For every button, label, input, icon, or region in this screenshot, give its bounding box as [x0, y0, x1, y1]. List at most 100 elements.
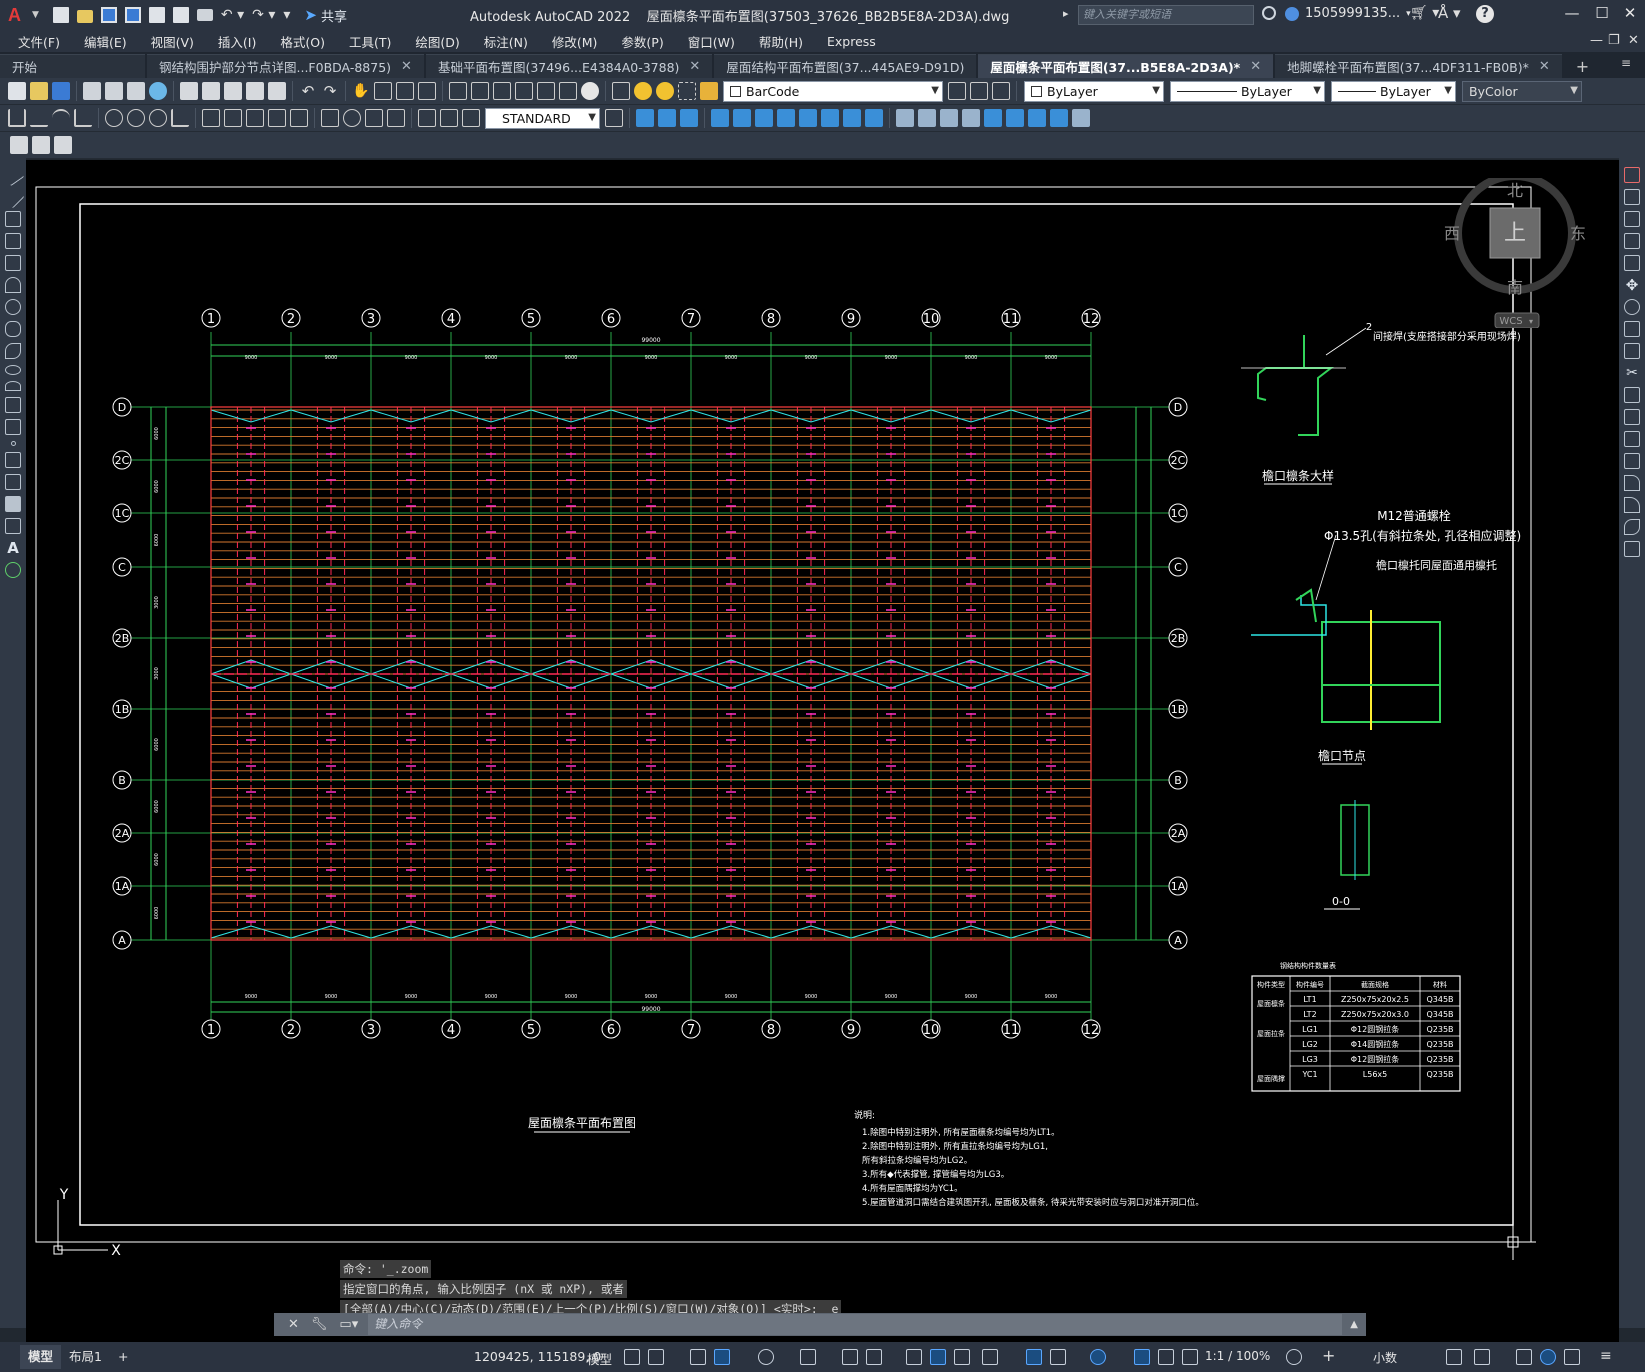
- compass-south[interactable]: 南: [1507, 278, 1523, 297]
- align-icon[interactable]: [1006, 109, 1024, 127]
- dim-space-icon[interactable]: [268, 109, 286, 127]
- cart-icon[interactable]: 🛒︎ ▾: [1410, 5, 1440, 21]
- 3d-dwf-icon[interactable]: [149, 82, 167, 100]
- command-recent-icon[interactable]: ▭▾: [339, 1317, 359, 1332]
- dim-edit-icon[interactable]: [418, 109, 436, 127]
- gizmo-icon[interactable]: [1090, 1349, 1106, 1365]
- mirror-icon[interactable]: [1624, 211, 1640, 227]
- paste-icon[interactable]: [224, 82, 242, 100]
- plot-preview-icon[interactable]: [105, 82, 123, 100]
- dim-arc-icon[interactable]: [52, 109, 70, 127]
- lineweight-icon[interactable]: [906, 1349, 922, 1365]
- tab-close-icon[interactable]: ✕: [401, 59, 412, 74]
- image-attach-icon[interactable]: [32, 136, 50, 154]
- save-icon[interactable]: [100, 7, 117, 23]
- viewcube[interactable]: 上 北 南 东 西 WCS ▾: [1440, 172, 1588, 329]
- autocad-logo[interactable]: A: [8, 5, 21, 25]
- mirror-icon[interactable]: [680, 109, 698, 127]
- lengthen-icon[interactable]: [1028, 109, 1046, 127]
- gradient-icon[interactable]: [5, 474, 21, 490]
- layer-previous-icon[interactable]: [970, 82, 988, 100]
- linetype-dropdown[interactable]: ByLayer▼: [1170, 80, 1325, 102]
- menu-view[interactable]: 视图(V): [150, 34, 194, 50]
- selection-cycling-icon[interactable]: [954, 1349, 970, 1365]
- polar-icon[interactable]: [758, 1349, 774, 1365]
- copy-obj-icon[interactable]: [658, 109, 676, 127]
- model-space-toggle[interactable]: 模型: [587, 1352, 613, 1367]
- line-icon[interactable]: [1, 163, 25, 187]
- dim-break-icon[interactable]: [290, 109, 308, 127]
- save-web-icon[interactable]: [172, 7, 189, 23]
- add-layout-button[interactable]: +: [117, 1349, 129, 1364]
- selection-filter-icon[interactable]: [1050, 1349, 1066, 1365]
- dim-text-edit-icon[interactable]: [440, 109, 458, 127]
- save-as-icon[interactable]: [124, 7, 141, 23]
- make-current-icon[interactable]: [948, 82, 966, 100]
- scale-icon[interactable]: [1624, 321, 1640, 337]
- layer-properties-icon[interactable]: [612, 82, 630, 100]
- join-icon[interactable]: [1624, 453, 1640, 469]
- compass-west[interactable]: 西: [1444, 224, 1460, 243]
- offset-icon[interactable]: [711, 109, 729, 127]
- lock-ui-icon[interactable]: [1474, 1349, 1490, 1365]
- inspection-icon[interactable]: [365, 109, 383, 127]
- table-icon[interactable]: [5, 518, 21, 534]
- viewcube-face-top[interactable]: [1489, 207, 1541, 259]
- pedit-icon[interactable]: [1072, 109, 1090, 127]
- compass-east[interactable]: 东: [1570, 224, 1586, 243]
- layer-lock-icon[interactable]: [700, 82, 718, 100]
- extend-icon[interactable]: [865, 109, 883, 127]
- doc-restore-button[interactable]: ❐: [1608, 33, 1620, 48]
- dim-update-icon[interactable]: [462, 109, 480, 127]
- command-customize-icon[interactable]: 🔧︎: [310, 1317, 328, 1332]
- minimize-button[interactable]: —: [1564, 4, 1580, 22]
- user-account[interactable]: 1505999135...▾: [1285, 6, 1411, 21]
- redo-icon[interactable]: ↷: [323, 82, 337, 100]
- maximize-button[interactable]: ☐: [1595, 4, 1609, 22]
- annotation-scale-icon[interactable]: [1182, 1349, 1198, 1365]
- stretch-icon[interactable]: [1624, 343, 1640, 359]
- stretch-icon[interactable]: [821, 109, 839, 127]
- layer-dropdown[interactable]: BarCode▼: [723, 80, 943, 102]
- array-icon[interactable]: [733, 109, 751, 127]
- chamfer-icon[interactable]: [1624, 475, 1640, 491]
- explode-icon[interactable]: [984, 109, 1002, 127]
- pan-icon[interactable]: ✋: [352, 83, 370, 99]
- app-menu-chevron-icon[interactable]: ▼: [32, 10, 39, 20]
- isodraft-icon[interactable]: [800, 1349, 816, 1365]
- zoom-window-icon[interactable]: [396, 82, 414, 100]
- rectangle-icon[interactable]: [5, 255, 21, 271]
- construction-line-icon[interactable]: [1, 185, 25, 209]
- fillet-icon[interactable]: [962, 109, 980, 127]
- quick-properties-icon[interactable]: [1446, 1349, 1462, 1365]
- block-editor-icon[interactable]: [268, 82, 286, 100]
- menu-help[interactable]: 帮助(H): [758, 34, 803, 50]
- make-block-icon[interactable]: [5, 419, 21, 435]
- annotation-monitor-icon[interactable]: +: [1322, 1346, 1336, 1365]
- tab-doc-4-active[interactable]: 屋面檩条平面布置图(37...B5E8A-2D3A)*✕: [978, 54, 1274, 78]
- spline-icon[interactable]: [5, 343, 21, 359]
- 3d-osnap-icon[interactable]: [982, 1349, 998, 1365]
- compass-north[interactable]: 北: [1507, 181, 1523, 200]
- grid-icon[interactable]: [624, 1349, 640, 1365]
- share-button[interactable]: ➤共享: [304, 6, 347, 25]
- dim-linear-icon[interactable]: [8, 109, 26, 127]
- menu-express[interactable]: Express: [826, 33, 876, 49]
- menu-modify[interactable]: 修改(M): [551, 34, 598, 50]
- tab-model[interactable]: 模型: [20, 1345, 62, 1369]
- lineweight-dropdown[interactable]: ByLayer▼: [1331, 80, 1456, 102]
- extend-icon[interactable]: [1624, 387, 1640, 403]
- zoom-previous-icon[interactable]: [418, 82, 436, 100]
- layer-viewport-icon[interactable]: [678, 82, 696, 100]
- region-icon[interactable]: [5, 496, 21, 512]
- menu-tools[interactable]: 工具(T): [348, 34, 392, 50]
- object-snap-tracking-icon[interactable]: [842, 1349, 858, 1365]
- blend-curves-icon[interactable]: [1624, 519, 1640, 535]
- plot-icon[interactable]: [83, 82, 101, 100]
- tab-doc-5[interactable]: 地脚螺栓平面布置图(37...4DF311-FB0B)*✕: [1275, 54, 1562, 78]
- publish-icon[interactable]: [127, 82, 145, 100]
- help-icon[interactable]: [581, 82, 599, 100]
- circle-icon[interactable]: [5, 299, 21, 315]
- tab-close-icon[interactable]: ✕: [1250, 59, 1262, 74]
